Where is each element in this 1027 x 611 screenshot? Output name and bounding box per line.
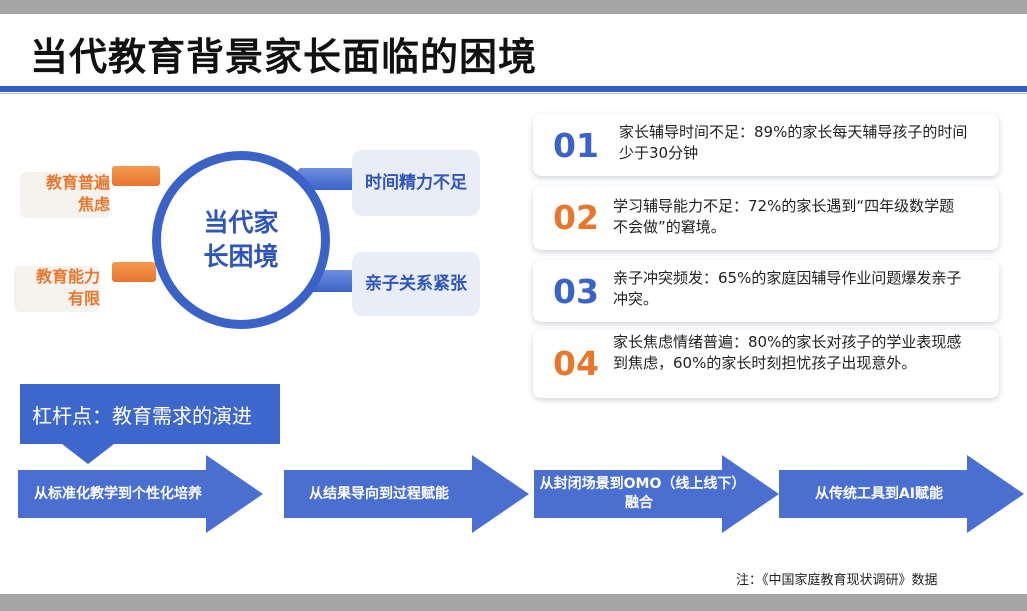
- center-line: 当代家: [203, 208, 279, 237]
- page-title: 当代教育背景家长面临的困境: [30, 35, 538, 79]
- center-line: 长困境: [203, 242, 279, 271]
- title-divider-thin: [0, 93, 1027, 94]
- arrow-shape: [779, 455, 1024, 533]
- ribbon-left-bottom: [112, 262, 156, 282]
- evolution-arrow-1: 从标准化教学到个性化培养: [18, 455, 263, 533]
- arrow-label: 从结果导向到过程赋能: [309, 485, 449, 502]
- tag-label: 时间精力不足: [365, 173, 467, 193]
- center-circle: 当代家 长困境: [152, 151, 330, 329]
- ribbon-right-top: [298, 168, 354, 190]
- evolution-arrow-4: 从传统工具到AI赋能: [779, 455, 1024, 533]
- card-number: 04: [553, 344, 599, 383]
- title-divider: [0, 86, 1027, 92]
- evolution-arrow-2: 从结果导向到过程赋能: [284, 455, 529, 533]
- arrow-shape: [18, 455, 263, 533]
- card-text: 家长辅导时间不足：89%的家长每天辅导孩子的时间少于30分钟: [619, 123, 968, 162]
- bottom-bar: [0, 594, 1027, 611]
- source-note: 注：《中国家庭教育现状调研》数据: [736, 573, 938, 588]
- arrow-label: 从标准化教学到个性化培养: [34, 485, 202, 502]
- tag-parent-child-tension: 亲子关系紧张: [352, 252, 480, 316]
- arrow-label: 从传统工具到AI赋能: [814, 485, 944, 502]
- leverage-callout: 杠杆点：教育需求的演进: [20, 384, 280, 444]
- evolution-arrow-3: 从封闭场景到OMO（线上线下）融合: [534, 455, 779, 533]
- stat-card-02: 02 学习辅导能力不足：72%的家长遇到“四年级数学题不会做”的窘境。: [533, 186, 999, 250]
- arrow-label: 从封闭场景到OMO（线上线下）融合: [539, 476, 739, 511]
- top-bar: [0, 0, 1027, 14]
- stat-card-03: 03 亲子冲突频发：65%的家庭因辅导作业问题爆发亲子冲突。: [533, 260, 999, 322]
- card-text: 学习辅导能力不足：72%的家长遇到“四年级数学题不会做”的窘境。: [613, 197, 955, 236]
- card-number: 01: [553, 126, 599, 165]
- stat-card-04: 04 家长焦虑情绪普遍：80%的家长对孩子的学业表现感到焦虑，60%的家长时刻担…: [533, 330, 999, 398]
- arrow-shape: [284, 455, 529, 533]
- tag-limited-ability: 教育能力 有限: [14, 266, 100, 312]
- tag-line: 教育普遍: [45, 173, 110, 192]
- tag-time-energy: 时间精力不足: [352, 150, 480, 216]
- card-number: 03: [553, 272, 599, 311]
- callout-pointer: [62, 444, 114, 464]
- card-text: 家长焦虑情绪普遍：80%的家长对孩子的学业表现感到焦虑，60%的家长时刻担忧孩子…: [613, 333, 962, 372]
- tag-line: 有限: [67, 289, 100, 308]
- center-label: 当代家 长困境: [196, 206, 286, 274]
- ribbon-left-top: [112, 166, 160, 186]
- card-number: 02: [553, 198, 599, 237]
- tag-line: 教育能力: [35, 267, 100, 286]
- card-text: 亲子冲突频发：65%的家庭因辅导作业问题爆发亲子冲突。: [613, 269, 962, 308]
- tag-line: 焦虑: [77, 195, 110, 214]
- arrow-shape: [534, 455, 779, 533]
- stat-card-01: 01 家长辅导时间不足：89%的家长每天辅导孩子的时间少于30分钟: [533, 114, 999, 176]
- tag-education-anxiety: 教育普遍 焦虑: [20, 172, 110, 218]
- tag-label: 亲子关系紧张: [365, 274, 467, 294]
- leverage-label: 杠杆点：教育需求的演进: [32, 403, 252, 428]
